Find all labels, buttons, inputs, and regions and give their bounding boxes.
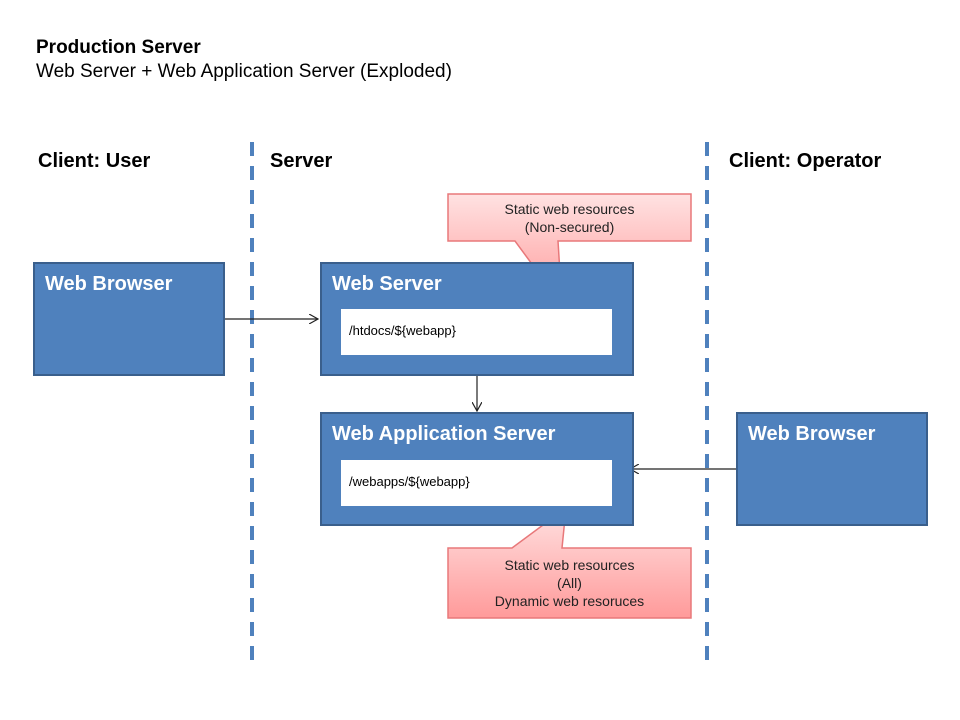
app-server-box: Web Application Server /webapps/${webapp… (320, 412, 634, 526)
operator-web-browser-box: Web Browser (736, 412, 928, 526)
callout-app-server-line: (All) (557, 575, 582, 591)
callout-app-server-line: Static web resources (504, 557, 635, 573)
user-web-browser-title: Web Browser (45, 273, 173, 295)
operator-web-browser-title: Web Browser (748, 423, 876, 445)
callout-web-server-line: Static web resources (504, 201, 635, 217)
web-server-title: Web Server (332, 273, 442, 295)
title-subtitle: Web Server + Web Application Server (Exp… (36, 61, 452, 82)
callout-app-server-text: Static web resources (All) Dynamic web r… (448, 556, 691, 610)
zone-label-client-user: Client: User (38, 150, 151, 172)
diagram-title: Production Server Web Server + Web Appli… (36, 36, 452, 84)
callout-web-server-text: Static web resources (Non-secured) (448, 200, 691, 236)
title-main: Production Server (36, 37, 201, 58)
callout-app-server-shape (447, 506, 692, 619)
callout-web-server-line: (Non-secured) (524, 219, 615, 235)
web-server-path: /htdocs/${webapp} (341, 309, 612, 355)
app-server-title: Web Application Server (332, 423, 556, 445)
zone-label-server: Server (270, 150, 333, 172)
callout-app-server-line: Dynamic web resoruces (494, 593, 645, 609)
web-server-box: Web Server /htdocs/${webapp} (320, 262, 634, 376)
zone-label-client-operator: Client: Operator (729, 150, 882, 172)
user-web-browser-box: Web Browser (33, 262, 225, 376)
app-server-path: /webapps/${webapp} (341, 460, 612, 506)
